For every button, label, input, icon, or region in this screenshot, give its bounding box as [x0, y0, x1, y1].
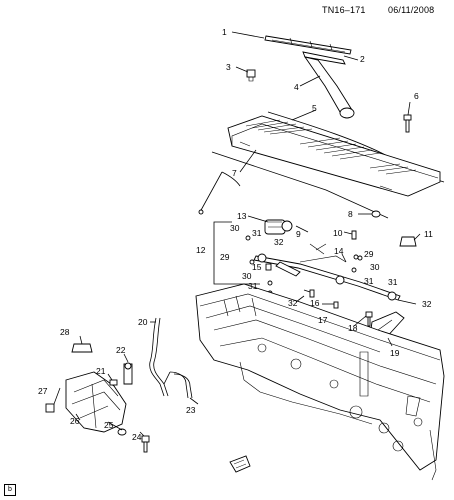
callout-31c: 31 — [364, 276, 374, 286]
callout-27: 27 — [38, 386, 48, 396]
callout-1: 1 — [222, 27, 227, 37]
callout-30a: 30 — [230, 223, 240, 233]
callout-24: 24 — [132, 432, 142, 442]
callout-31d: 31 — [388, 277, 398, 287]
bolt-18 — [365, 311, 373, 327]
callout-2: 2 — [360, 54, 365, 64]
nut-27 — [45, 403, 55, 413]
reservoir-cap — [71, 343, 93, 353]
callout-4: 4 — [294, 82, 299, 92]
wiper-arm — [302, 51, 355, 119]
callout-9: 9 — [296, 229, 301, 239]
callout-18: 18 — [348, 323, 358, 333]
washer-hose — [198, 151, 389, 219]
callout-labels: 1 2 3 4 5 6 7 8 9 10 11 12 13 14 15 16 1… — [38, 27, 433, 442]
washer-reservoir — [65, 371, 127, 433]
washer-hose-23 — [163, 371, 193, 399]
callout-11: 11 — [424, 229, 433, 239]
callout-30c: 30 — [370, 262, 380, 272]
wiper-blade — [264, 35, 352, 55]
callout-28: 28 — [60, 327, 70, 337]
assembly-bracket-line — [213, 221, 260, 285]
callout-32b: 32 — [288, 298, 298, 308]
air-inlet-grille-panel — [227, 115, 441, 197]
callout-7: 7 — [232, 168, 237, 178]
fastener-group — [245, 235, 363, 309]
callout-5: 5 — [312, 103, 317, 113]
callout-23: 23 — [186, 405, 196, 415]
callout-13: 13 — [237, 211, 247, 221]
callout-32a: 32 — [274, 237, 284, 247]
washer-hose-20 — [149, 317, 169, 397]
callout-31a: 31 — [252, 228, 262, 238]
callout-22: 22 — [116, 345, 126, 355]
callout-19: 19 — [390, 348, 400, 358]
leader-lines — [53, 31, 421, 437]
callout-32c: 32 — [422, 299, 432, 309]
nut — [246, 69, 256, 82]
callout-3: 3 — [226, 62, 231, 72]
callout-30b: 30 — [242, 271, 252, 281]
callout-6: 6 — [414, 91, 419, 101]
callout-29b: 29 — [364, 249, 374, 259]
washer-pump — [123, 362, 133, 385]
callout-29a: 29 — [220, 252, 230, 262]
callout-15: 15 — [252, 262, 262, 272]
page-corner-icon: b — [4, 484, 16, 496]
callout-17: 17 — [318, 315, 328, 325]
bolt — [403, 114, 412, 133]
diagram-date: 06/11/2008 — [388, 5, 435, 15]
callout-26: 26 — [70, 416, 80, 426]
clip — [399, 236, 417, 247]
pump-connector — [109, 379, 118, 386]
callout-12: 12 — [196, 245, 206, 255]
bolt-24 — [141, 435, 150, 453]
callout-25: 25 — [104, 420, 114, 430]
callout-8: 8 — [348, 209, 353, 219]
callout-21: 21 — [96, 366, 106, 376]
diagram-code: TN16–171 — [322, 5, 366, 15]
callout-14: 14 — [334, 246, 344, 256]
retainer-pin — [351, 230, 357, 240]
wiper-linkage — [253, 243, 401, 301]
wiper-motor — [264, 219, 293, 235]
callout-20: 20 — [138, 317, 148, 327]
cowl-panel — [195, 283, 445, 481]
callout-10: 10 — [333, 228, 343, 238]
front-arrow-icon — [229, 455, 251, 473]
grommet-25 — [117, 428, 127, 436]
callout-31b: 31 — [248, 281, 258, 291]
grommet — [371, 210, 381, 218]
callout-16: 16 — [310, 298, 320, 308]
